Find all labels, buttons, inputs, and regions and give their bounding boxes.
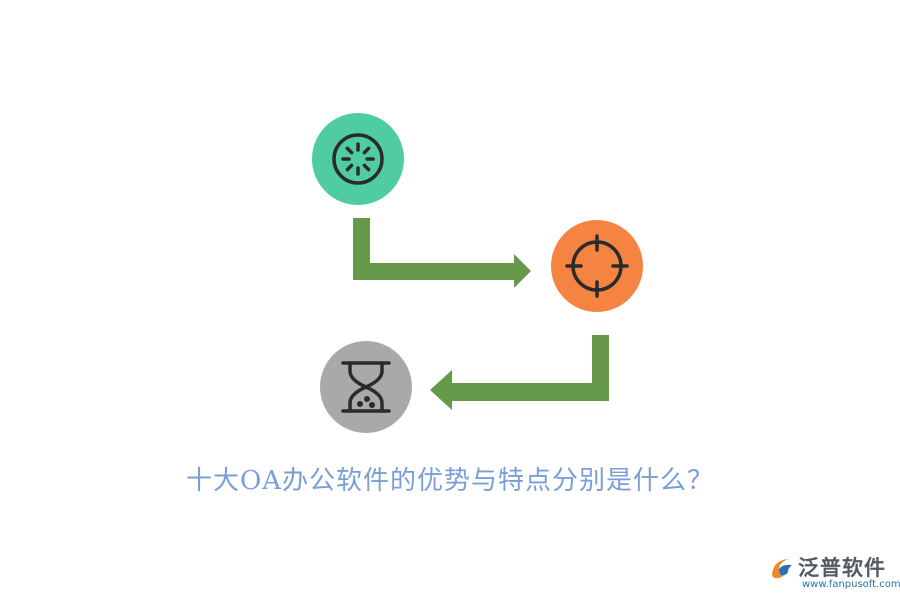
node-1 bbox=[312, 113, 404, 205]
arrow-1 bbox=[353, 218, 531, 288]
hourglass-icon bbox=[341, 361, 391, 413]
node-3 bbox=[320, 341, 412, 433]
brand-swirl-icon bbox=[772, 559, 792, 579]
dial-icon bbox=[332, 133, 384, 185]
diagram-title: 十大OA办公软件的优势与特点分别是什么？ bbox=[185, 466, 715, 496]
brand-name: 泛普软件 bbox=[798, 556, 886, 580]
brand-url: www.fanpusoft.com bbox=[802, 579, 900, 590]
arrow-2 bbox=[430, 335, 609, 410]
brand-logo: 泛普软件 www.fanpusoft.com bbox=[768, 552, 900, 596]
node-2 bbox=[551, 220, 643, 312]
crosshair-icon bbox=[565, 234, 629, 298]
